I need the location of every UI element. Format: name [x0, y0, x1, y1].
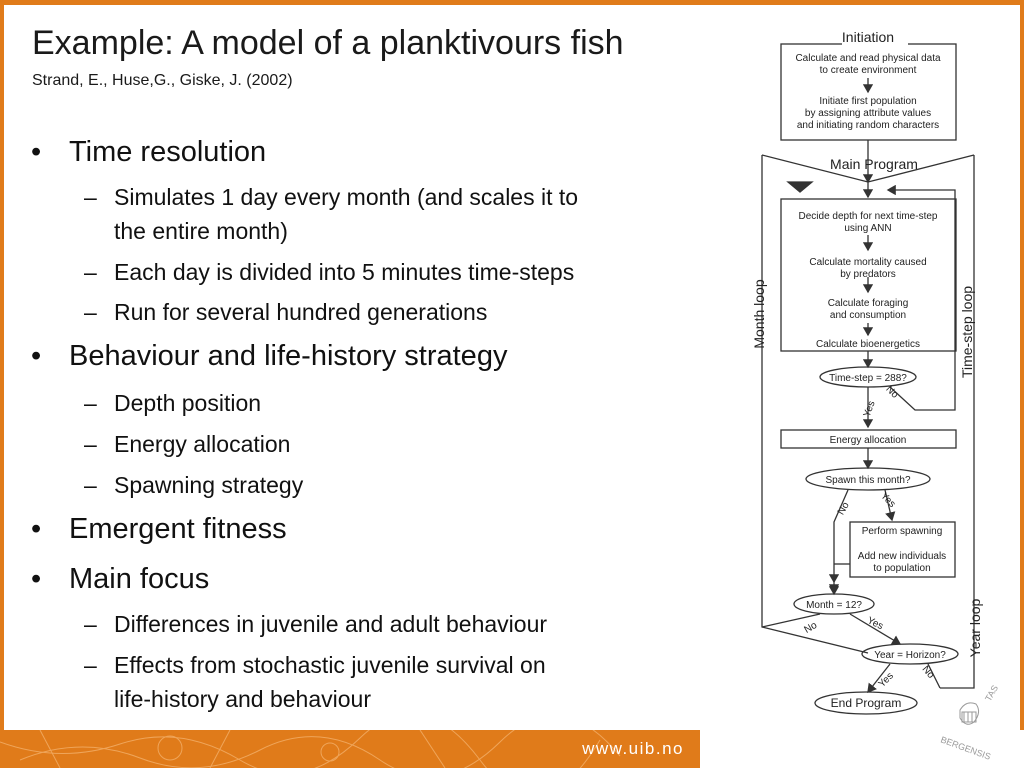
- spawn-line: Perform spawning: [862, 526, 943, 537]
- no-label: No: [802, 620, 819, 636]
- footer-logo-area: [700, 730, 1024, 768]
- sub-bullet: –Depth position: [84, 390, 262, 416]
- initiation-label: Initiation: [842, 29, 894, 45]
- init-line: and initiating random characters: [797, 120, 939, 131]
- footer-bar: www.uib.no: [0, 730, 1024, 768]
- main-line: Calculate bioenergetics: [816, 339, 920, 350]
- month-loop-label: Month loop: [751, 279, 767, 348]
- university-seal-logo: TAS BERGENSIS: [939, 683, 1000, 761]
- init-line: to create environment: [820, 65, 917, 76]
- footer-map-pattern: [0, 730, 621, 768]
- month-question: Month = 12?: [806, 600, 862, 611]
- main-line: using ANN: [844, 223, 891, 234]
- spawn-question: Spawn this month?: [825, 475, 910, 486]
- left-frame-bar: [0, 0, 4, 730]
- seal-text-fragment: TAS: [983, 683, 1000, 703]
- top-frame-bar: [0, 0, 1024, 5]
- energy-allocation-label: Energy allocation: [830, 435, 907, 446]
- yes-label: Yes: [877, 671, 896, 690]
- spawn-decision: [805, 467, 931, 491]
- sub-bullet: –Run for several hundred generations: [84, 299, 488, 325]
- bullet-behaviour: •Behaviour and life-history strategy: [31, 340, 508, 372]
- sub-bullet: –Spawning strategy: [84, 472, 304, 498]
- slide-title: Example: A model of a planktivours fish: [32, 24, 624, 62]
- init-line: by assigning attribute values: [805, 108, 931, 119]
- footer-url[interactable]: www.uib.no: [582, 739, 684, 758]
- end-program-label: End Program: [831, 696, 902, 710]
- main-line: Calculate mortality caused: [809, 257, 926, 268]
- yes-label: Yes: [865, 615, 884, 632]
- seal-text-fragment: BERGENSIS: [939, 734, 992, 761]
- init-line: Initiate first population: [819, 96, 916, 107]
- spawn-line: to population: [873, 563, 930, 574]
- no-label: No: [836, 500, 852, 517]
- right-frame-bar: [1020, 0, 1024, 730]
- main-line: by predators: [840, 269, 896, 280]
- sub-bullet: –Effects from stochastic juvenile surviv…: [84, 652, 546, 678]
- init-line: Calculate and read physical data: [795, 53, 941, 64]
- sub-bullet-continuation: life-history and behaviour: [114, 686, 371, 712]
- bullet-time-resolution: •Time resolution: [31, 136, 267, 168]
- timestep-question: Time-step = 288?: [829, 373, 907, 384]
- bullet-emergent-fitness: •Emergent fitness: [31, 513, 287, 545]
- bullet-main-focus: •Main focus: [31, 563, 210, 595]
- yes-label: Yes: [878, 491, 897, 510]
- main-line: Calculate foraging: [828, 298, 909, 309]
- sub-bullet: –Differences in juvenile and adult behav…: [84, 611, 548, 637]
- spawning-box: [849, 521, 956, 578]
- slide-subtitle: Strand, E., Huse,G., Giske, J. (2002): [32, 72, 293, 89]
- sub-bullet: –Each day is divided into 5 minutes time…: [84, 259, 575, 285]
- main-program-label: Main Program: [830, 156, 918, 172]
- month-decision: [793, 593, 875, 615]
- main-line: Decide depth for next time-step: [799, 211, 938, 222]
- year-loop-label: Year loop: [967, 598, 983, 657]
- sub-bullet: –Energy allocation: [84, 431, 291, 457]
- sub-bullet-continuation: the entire month): [114, 218, 288, 244]
- year-question: Year = Horizon?: [874, 650, 946, 661]
- year-decision: [861, 643, 959, 665]
- main-line: and consumption: [830, 310, 906, 321]
- end-program-terminal: [814, 691, 918, 715]
- sub-bullet: –Simulates 1 day every month (and scales…: [84, 184, 579, 210]
- timestep-loop-label: Time-step loop: [959, 286, 975, 378]
- flowchart-diagram: Initiation Calculate and read physical d…: [751, 28, 983, 715]
- spawn-line: Add new individuals: [858, 551, 946, 562]
- yes-label: Yes: [862, 400, 878, 419]
